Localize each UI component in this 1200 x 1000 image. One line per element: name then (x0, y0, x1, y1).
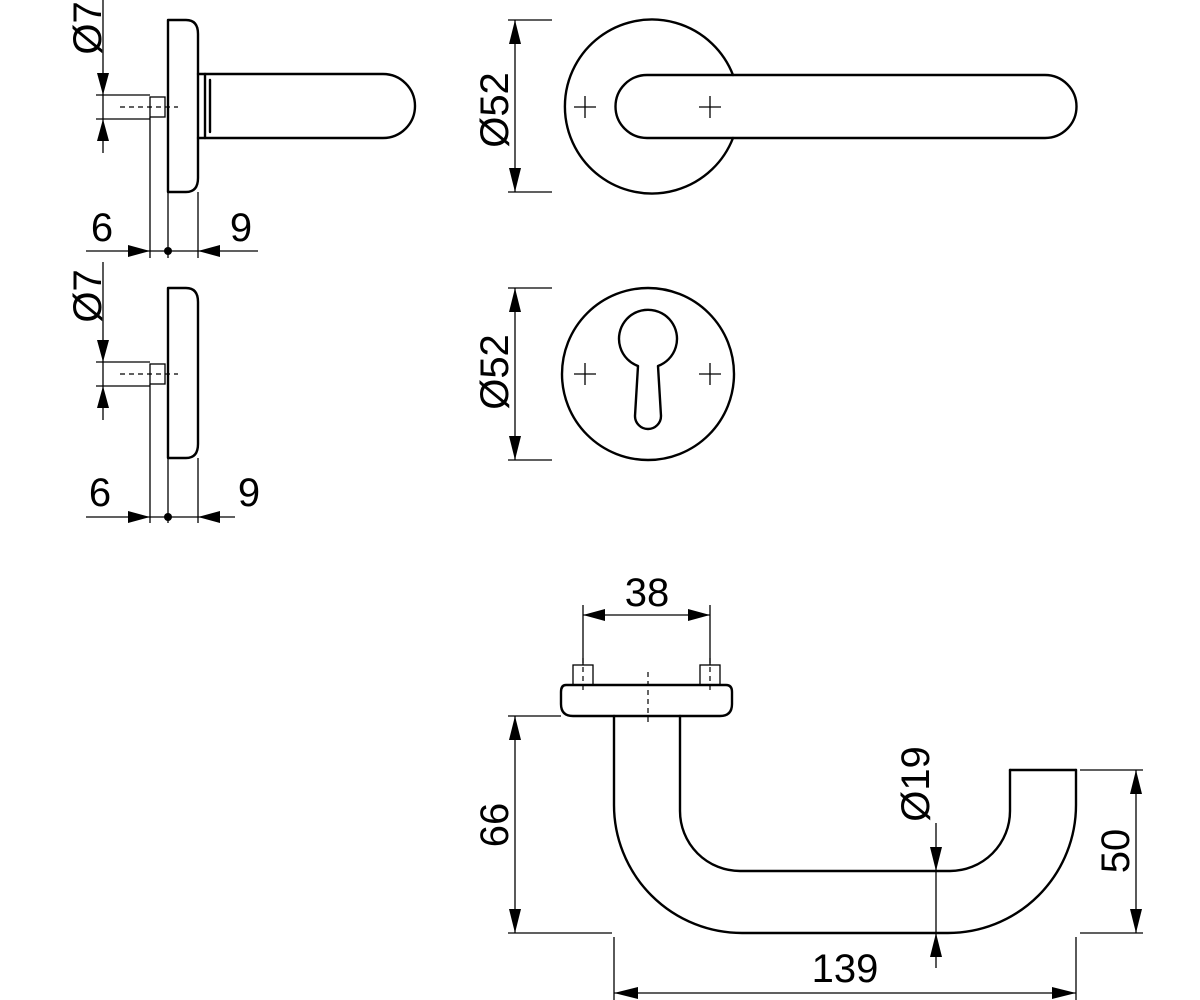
side-view-rose: Ø7 6 9 (66, 0, 417, 258)
arrow-right (688, 609, 710, 621)
dim-dot (164, 513, 172, 521)
spacing-label: 38 (625, 571, 670, 615)
arrow-bottom (509, 909, 521, 933)
rose-dia-label: Ø52 (473, 72, 517, 148)
dia-arrow-top (97, 340, 109, 362)
lever-stem-outline (196, 72, 207, 140)
dia-arrow-top (509, 288, 521, 312)
projection-label: 50 (1094, 829, 1138, 874)
lever-outline (614, 73, 1078, 140)
escutcheon-dia-label: Ø52 (473, 334, 517, 410)
u-bar-outer (612, 714, 1078, 935)
dia-arrow-top (97, 73, 109, 95)
escutcheon-left-dim-label: 6 (89, 471, 111, 515)
escutcheon-pin-dia-label: Ø7 (66, 269, 110, 322)
arrow-left (583, 609, 605, 621)
bar-dia-label: Ø19 (894, 746, 938, 822)
escutcheon-outline (560, 286, 736, 462)
escutcheon-plate-outline (166, 286, 200, 460)
arrow-left (614, 987, 638, 999)
dia-arrow-top (509, 20, 521, 44)
front-view-rose: Ø52 (473, 18, 1078, 195)
base-rose-outline (559, 683, 734, 718)
dia-arrow-bottom (509, 168, 521, 192)
lever-arm-outline (203, 72, 417, 140)
arrow-right (198, 511, 220, 523)
arrow-bottom (1130, 909, 1142, 933)
arrow-top (1130, 770, 1142, 794)
arrow-top (509, 716, 521, 740)
rose-left-dim-label: 6 (91, 206, 113, 250)
height-label: 66 (473, 803, 517, 848)
arrow-top (930, 847, 942, 871)
screw-mark-left (574, 363, 596, 385)
arrow-bottom (930, 933, 942, 957)
screw-mark-right (699, 96, 721, 118)
arrow-left (128, 245, 150, 257)
keyhole-outline (617, 308, 679, 431)
rose-outline (563, 18, 735, 195)
arrow-right (1052, 987, 1076, 999)
screw-mark-left (574, 96, 596, 118)
dim-dot (164, 247, 172, 255)
screw-mark-right (699, 363, 721, 385)
arrow-right (198, 245, 220, 257)
escutcheon-right-dim-label: 9 (238, 471, 260, 515)
rose-plate-outline (166, 18, 200, 194)
rose-right-dim-label: 9 (230, 206, 252, 250)
arrow-left (128, 511, 150, 523)
rose-pin-dia-label: Ø7 (66, 1, 110, 54)
dia-arrow-bottom (509, 436, 521, 460)
u-bar-inner (678, 714, 1012, 873)
side-view-escutcheon: Ø7 6 9 (66, 262, 260, 523)
top-view-handle: 38 66 Ø19 50 139 (473, 571, 1143, 1000)
dia-arrow-bottom (97, 119, 109, 141)
length-label: 139 (812, 947, 879, 991)
dia-arrow-bottom (97, 386, 109, 408)
front-view-escutcheon: Ø52 (473, 286, 736, 462)
